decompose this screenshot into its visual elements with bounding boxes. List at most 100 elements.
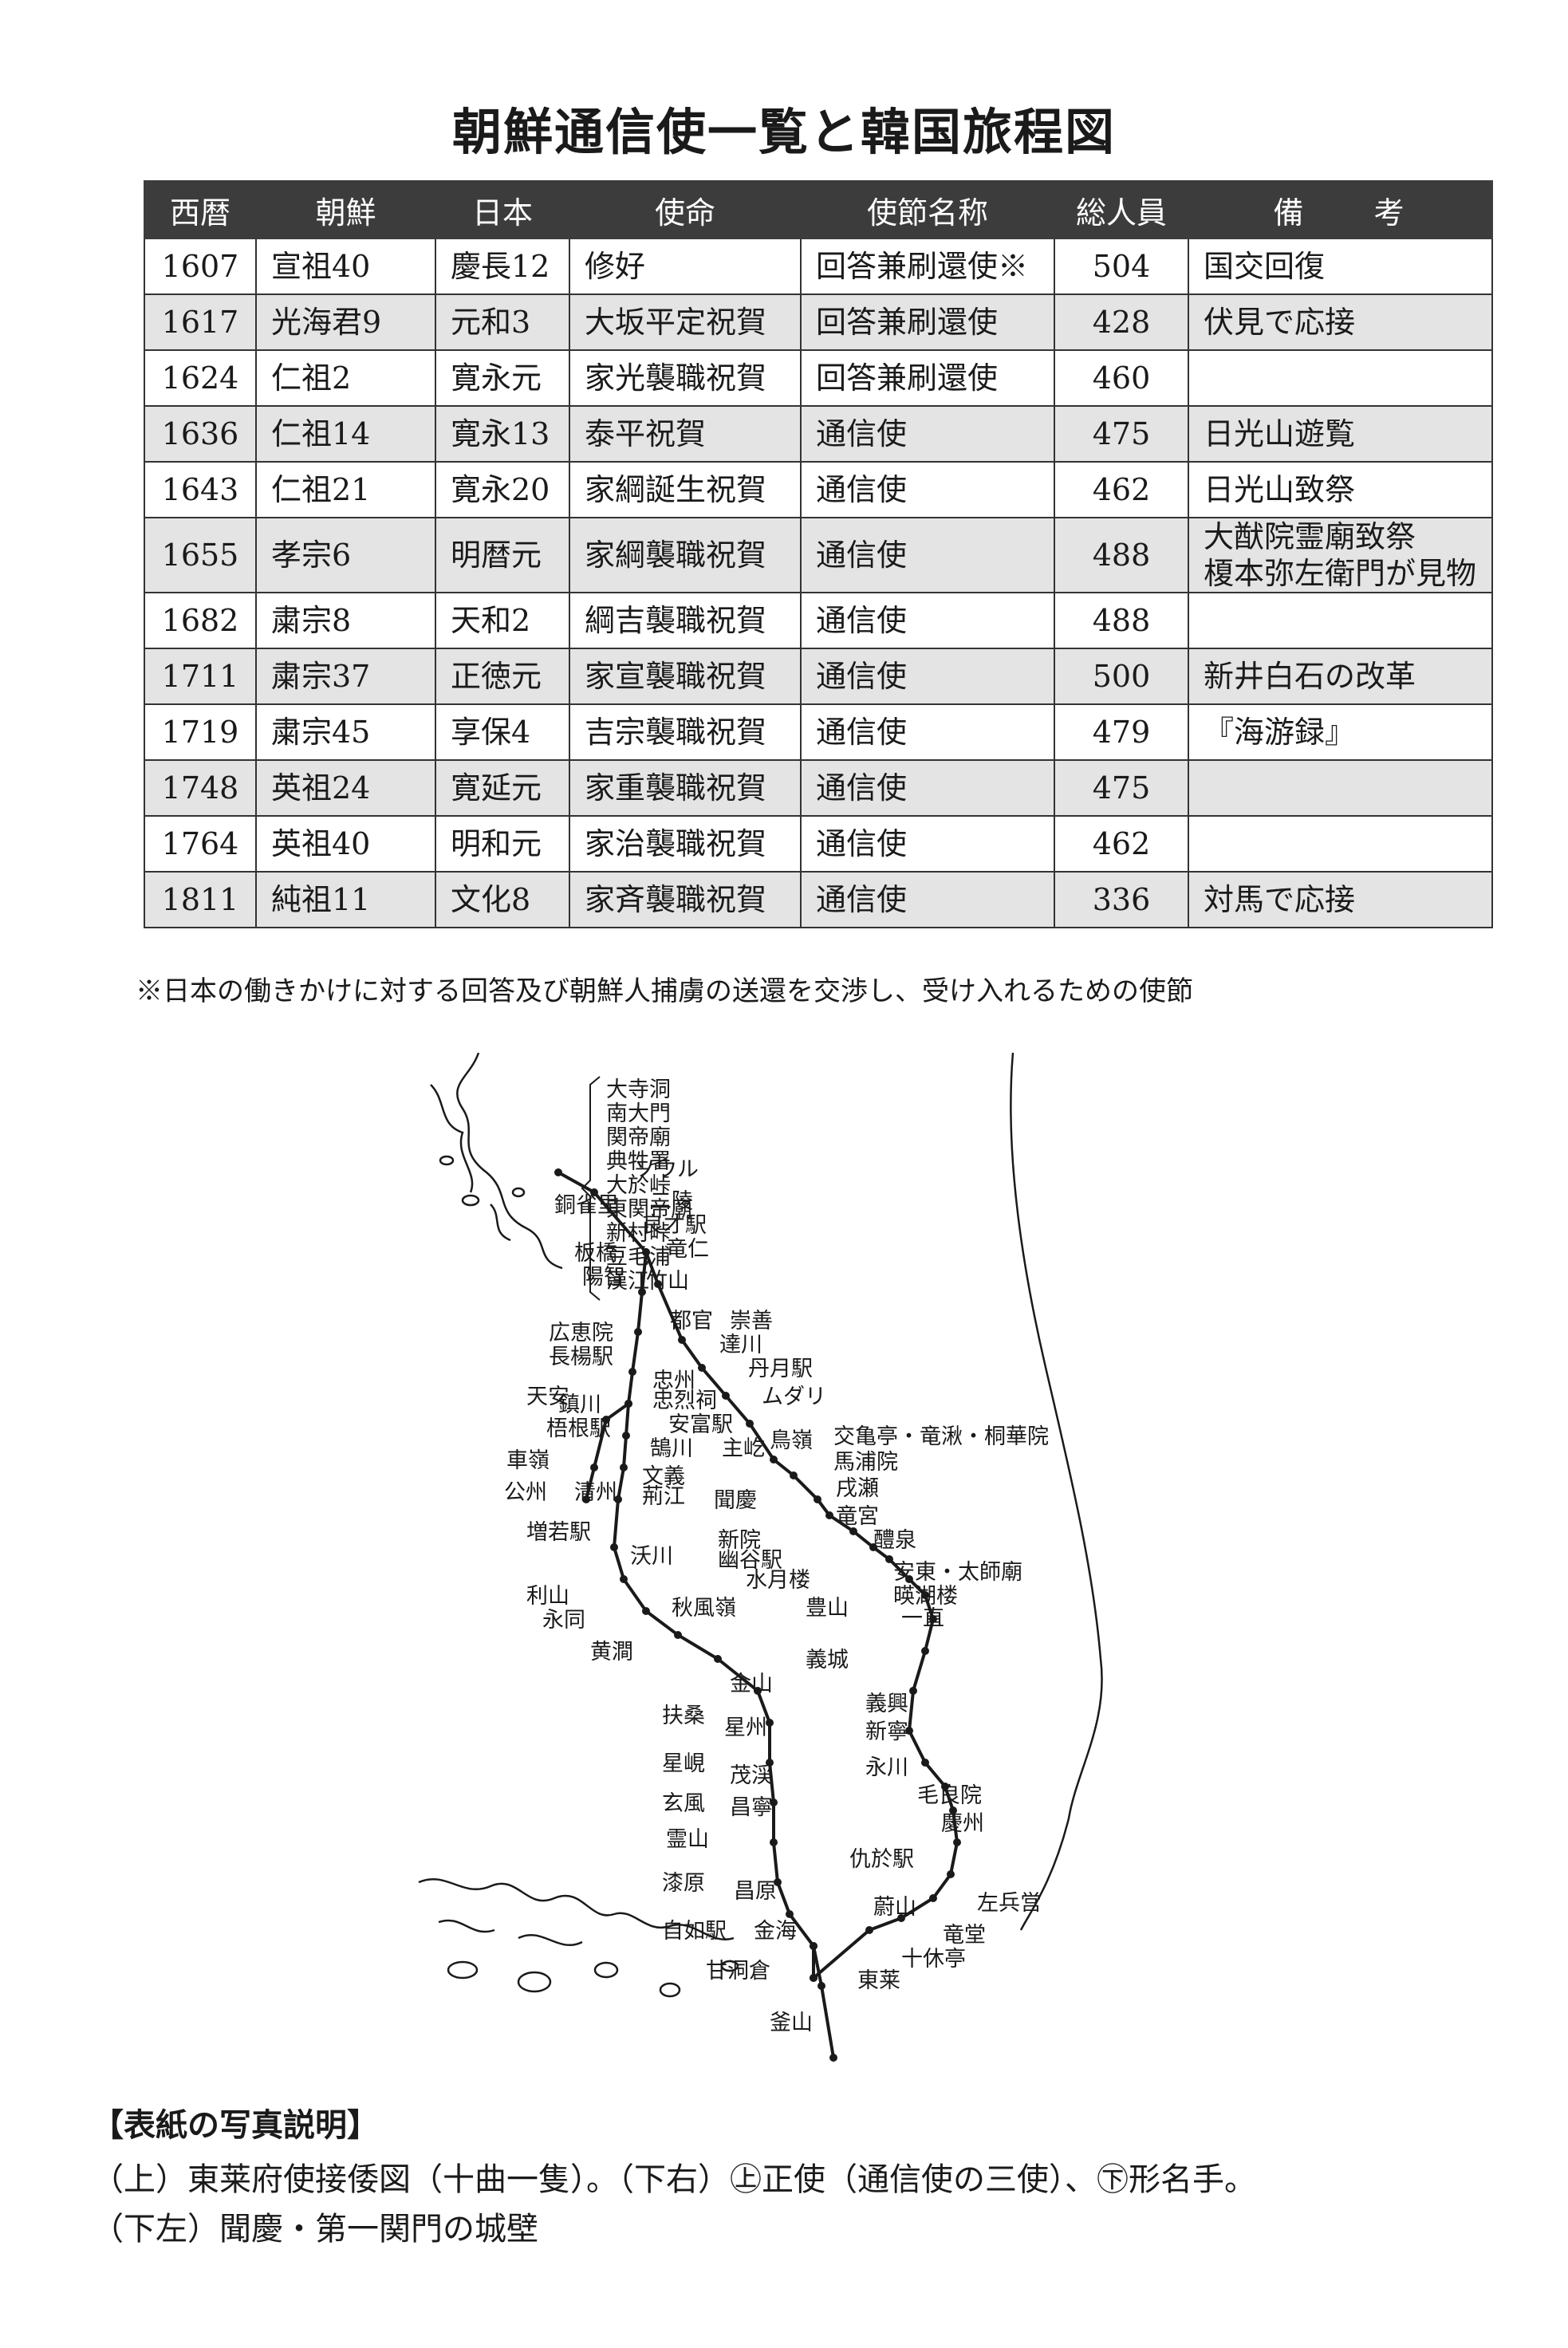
map-label-yongdang: 竜堂	[943, 1923, 986, 1948]
map-label-chaling: 車嶺	[506, 1448, 550, 1473]
map-label-gueo: 仇於駅	[849, 1847, 914, 1872]
cell-japan: 寛永13	[435, 405, 570, 463]
photo-caption-line-2: （下左）聞慶・第一関門の城壁	[92, 2211, 538, 2248]
route-station	[810, 1942, 817, 1950]
cell-year: 1748	[144, 759, 257, 817]
cell-count: 336	[1054, 871, 1189, 928]
map-label-yugok: 幽谷駅	[718, 1548, 782, 1573]
route-station	[628, 1368, 636, 1376]
cell-note	[1188, 759, 1493, 817]
cell-korea: 粛宗8	[255, 592, 436, 649]
table-footnote: ※日本の働きかけに対する回答及び朝鮮人捕虜の送還を交渉し、受け入れるための使節	[136, 975, 1193, 1007]
cell-count: 462	[1054, 461, 1189, 518]
map-label-okcheon: 沃川	[630, 1544, 673, 1569]
route-station	[766, 1719, 774, 1727]
seoul-list-item: 南大門	[606, 1101, 671, 1126]
route-station	[614, 1495, 622, 1503]
map-label-jukshan: 竹山	[646, 1269, 689, 1294]
map-label-gimsan: 金山	[730, 1672, 773, 1696]
route-station	[810, 1974, 817, 1982]
map-label-pungsan: 豊山	[806, 1596, 849, 1621]
cell-count: 475	[1054, 405, 1189, 463]
cell-japan: 正徳元	[435, 648, 570, 705]
cell-note: 国交回復	[1188, 238, 1493, 295]
cell-korea: 孝宗6	[255, 517, 436, 593]
cell-japan: 明和元	[435, 815, 570, 873]
route-station	[642, 1607, 650, 1615]
cell-year: 1617	[144, 294, 257, 351]
cell-count: 479	[1054, 703, 1189, 761]
photo-caption-line-1: （上）東莱府使接倭図（十曲一隻）。（下右）㊤正使（通信使の三使）、㊦形名手。	[92, 2161, 1256, 2198]
cell-japan: 慶長12	[435, 238, 570, 295]
map-label-busang: 扶桑	[662, 1704, 705, 1728]
map-label-moryang: 毛良院	[917, 1783, 982, 1808]
route-station	[770, 1456, 778, 1464]
cell-mission: 家宣襲職祝賀	[569, 648, 802, 705]
map-label-mudari: ムダリ	[762, 1385, 826, 1409]
map-label-gimhae: 金海	[754, 1919, 797, 1944]
route-station	[622, 1432, 630, 1440]
map-label-yeongcheon: 永川	[865, 1755, 908, 1780]
map-label-cheongju: 清州	[574, 1480, 617, 1505]
cell-name: 回答兼刷還使	[800, 294, 1055, 351]
cell-korea: 仁祖2	[255, 349, 436, 407]
map-label-jincheon: 鎮川	[558, 1393, 601, 1417]
route-station	[582, 1495, 590, 1503]
cell-korea: 英祖40	[255, 815, 436, 873]
route-station	[947, 1870, 955, 1878]
route-station	[620, 1464, 628, 1471]
table-header-row: 西暦 朝鮮 日本 使命 使節名称 総人員 備 考	[144, 180, 1493, 239]
page-title: 朝鮮通信使一覧と韓国旅程図	[451, 103, 1116, 161]
map-label-cheonan: 天安	[526, 1385, 569, 1409]
route-station	[941, 1783, 949, 1791]
cell-name: 通信使	[800, 815, 1055, 873]
map-label-yeongho: 暎湖楼	[893, 1584, 958, 1609]
seoul-list-bracket	[581, 1076, 601, 1301]
map-label-yongin: 竜仁	[666, 1237, 709, 1262]
route-station	[929, 1615, 937, 1623]
map-label-dongnae: 東莱	[857, 1968, 900, 1993]
cell-note	[1188, 815, 1493, 873]
cell-mission: 家斉襲職祝賀	[569, 871, 802, 928]
map-label-sinnyeong: 新寧	[865, 1720, 908, 1744]
cell-japan: 明暦元	[435, 517, 570, 593]
map-label-jangyang: 長楊駅	[549, 1345, 613, 1369]
route-station	[921, 1759, 929, 1767]
cell-note: 大猷院霊廟致祭榎本弥左衛門が見物	[1188, 517, 1493, 593]
route-station	[885, 1555, 893, 1563]
route-station	[698, 1364, 706, 1372]
route-station	[817, 1982, 825, 1990]
map-label-danwol: 丹月駅	[748, 1357, 813, 1381]
route-station	[624, 1400, 632, 1408]
route-station	[774, 1878, 782, 1886]
seoul-list-item: 新村峠	[606, 1221, 671, 1246]
cell-japan: 元和3	[435, 294, 570, 351]
map-label-ulsan: 蔚山	[873, 1895, 916, 1920]
map-label-sinwon: 新院	[718, 1528, 761, 1553]
map-label-gwanghye: 広恵院	[549, 1321, 613, 1345]
route-station	[829, 2054, 837, 2062]
cell-note	[1188, 349, 1493, 407]
seoul-list-item: 豆毛浦	[606, 1245, 671, 1270]
cell-japan: 文化8	[435, 871, 570, 928]
cell-name: 通信使	[800, 871, 1055, 928]
cell-mission: 吉宗襲職祝賀	[569, 703, 802, 761]
seoul-list-item: 典牲署	[606, 1149, 671, 1174]
route-station	[949, 1806, 957, 1814]
route-station	[790, 1471, 798, 1479]
route-station	[638, 1288, 646, 1296]
map-label-uiseong: 義城	[806, 1648, 849, 1672]
route-station	[754, 1687, 762, 1695]
map-label-yonggung: 竜宮	[836, 1504, 879, 1529]
cell-count: 504	[1054, 238, 1189, 295]
route-station	[766, 1759, 774, 1767]
